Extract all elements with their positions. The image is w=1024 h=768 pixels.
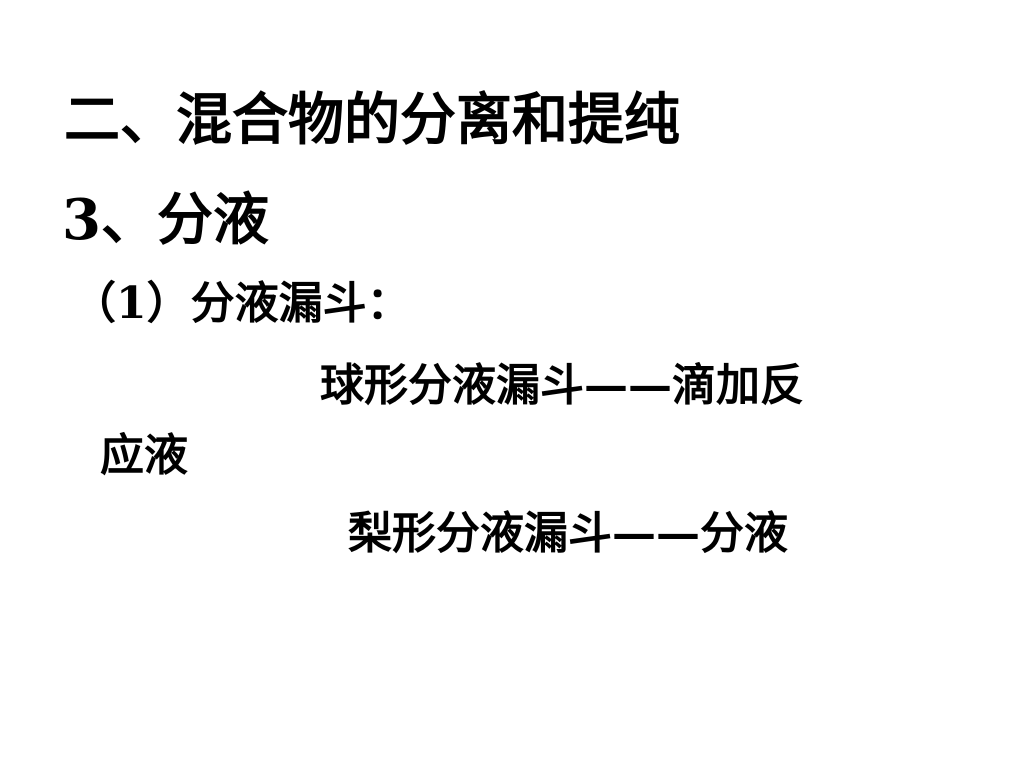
bullet-item-spherical-funnel: 球形分液漏斗——滴加反 bbox=[320, 360, 804, 411]
section-heading: 3、分液 bbox=[62, 187, 269, 253]
bullet-item-pear-funnel: 梨形分液漏斗——分液 bbox=[348, 508, 788, 559]
bullet-item-spherical-funnel-continued: 应液 bbox=[100, 430, 188, 481]
subsection-heading: （1）分液漏斗： bbox=[72, 278, 411, 329]
slide-title: 二、混合物的分离和提纯 bbox=[64, 87, 680, 153]
